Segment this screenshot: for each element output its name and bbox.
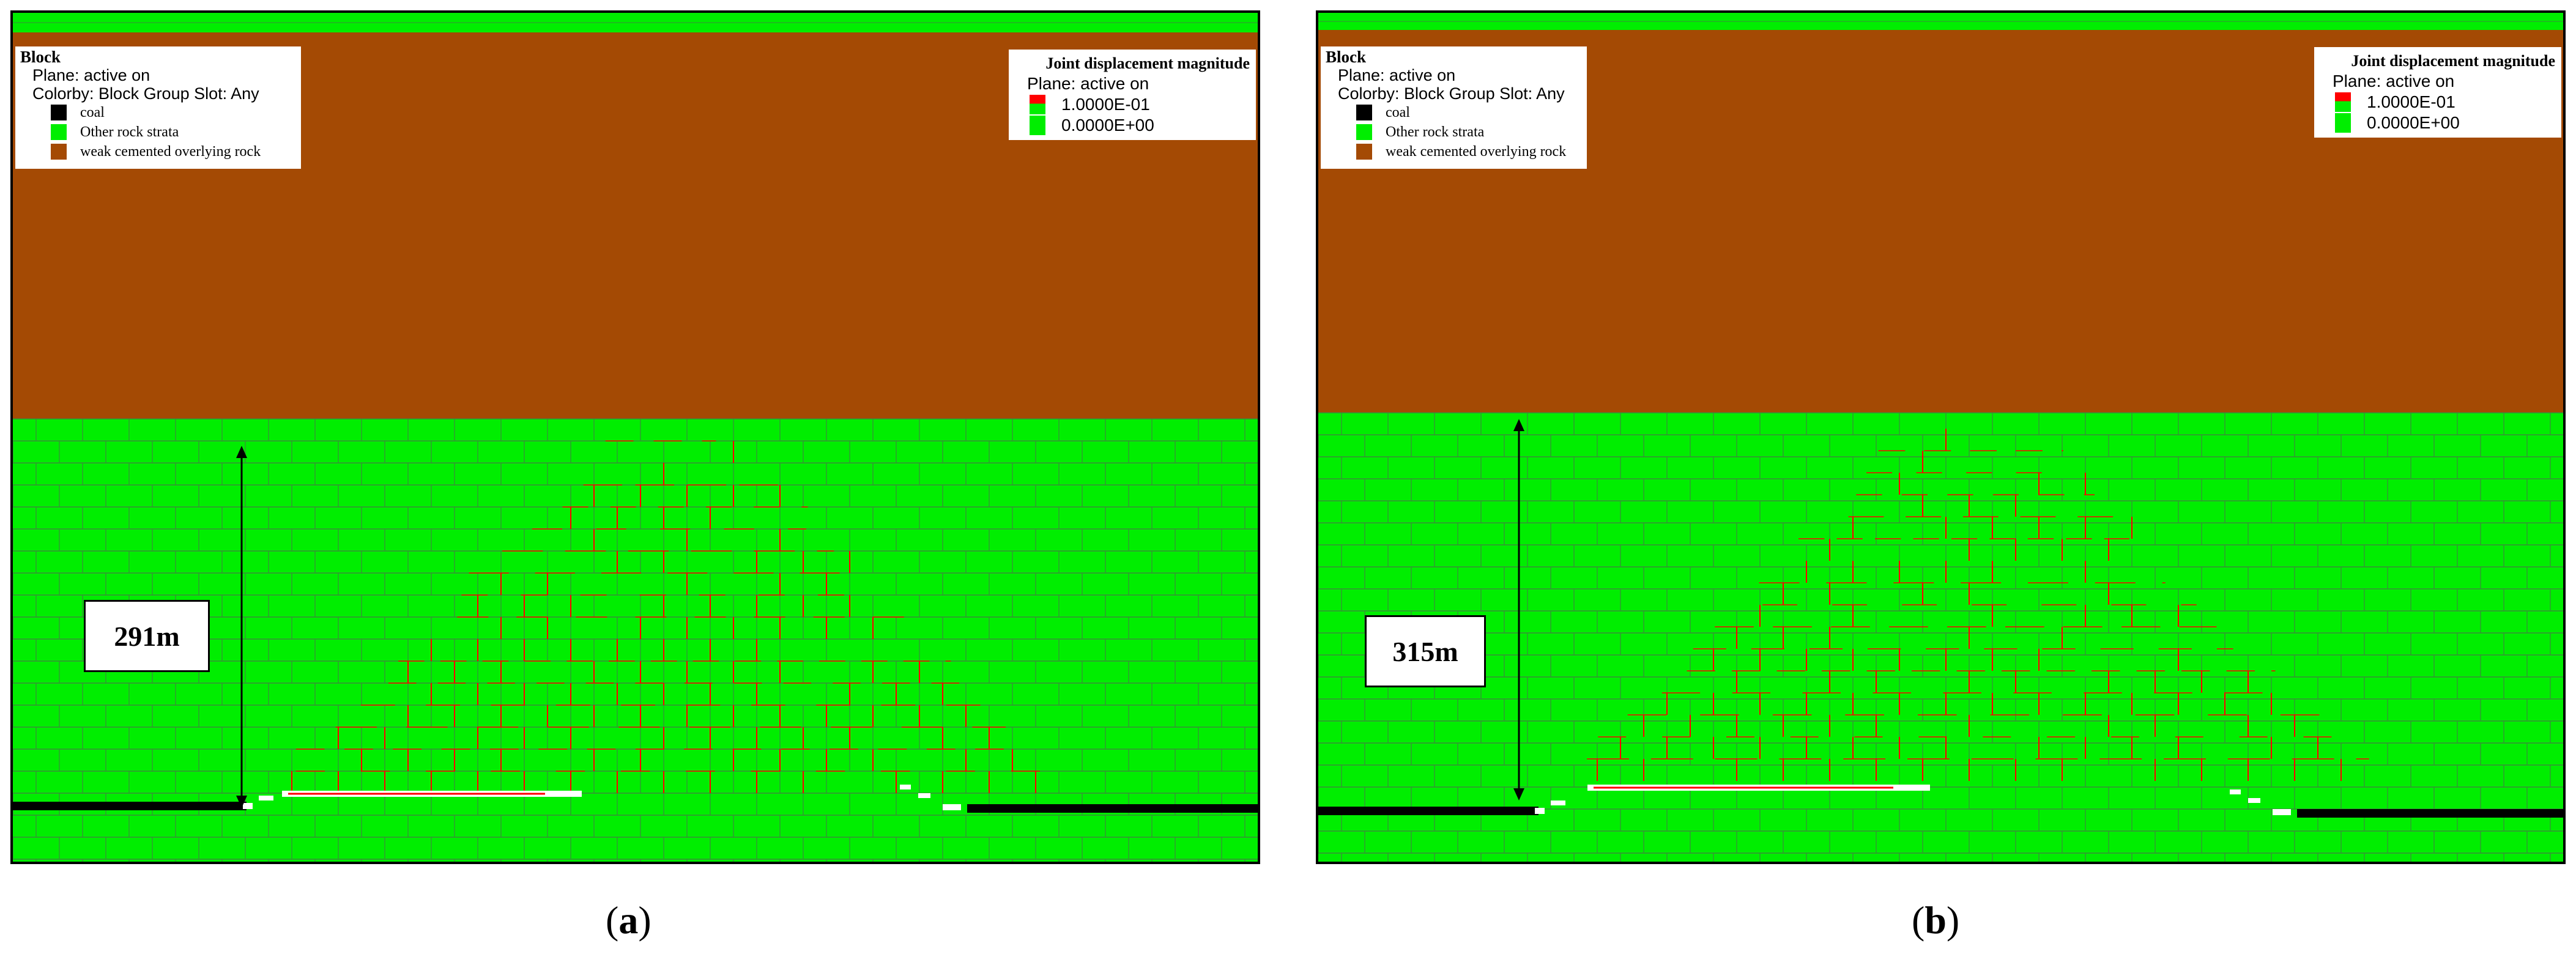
caption-close-paren: ) [1946, 898, 1960, 942]
weak-rock-swatch [51, 144, 67, 160]
legend-item-coal: coal [1356, 104, 1410, 121]
fracture-height-label: 315m [1365, 615, 1486, 687]
legend-item-label: coal [1386, 104, 1410, 120]
legend-plane-text: Plane: active on [32, 66, 150, 84]
goaf-void [2230, 789, 2241, 794]
goaf-void [943, 804, 961, 810]
joint-displacement-legend: Joint displacement magnitude Plane: acti… [1009, 50, 1256, 140]
coal-swatch [51, 105, 67, 120]
block-model-b [1318, 13, 2563, 862]
coal-seam-right [2297, 809, 2563, 818]
goaf-void [1551, 800, 1565, 805]
fracture-height-arrow [1513, 419, 1524, 800]
joint-high-swatch [1030, 95, 1045, 114]
caption-a: (a) [606, 898, 651, 943]
joint-high-swatch [2335, 92, 2351, 112]
legend-item-weak-rock: weak cemented overlying rock [1356, 143, 1566, 160]
legend-colorby-text: Colorby: Block Group Slot: Any [32, 84, 259, 103]
arrow-head-bottom [1513, 788, 1524, 800]
joint-legend-title: Joint displacement magnitude [1045, 54, 1250, 72]
block-joints [1318, 412, 2563, 862]
panel-a-model-view: Block Plane: active on Colorby: Block Gr… [10, 10, 1260, 864]
legend-item-other-rock: Other rock strata [51, 124, 179, 141]
joint-legend-plane-text: Plane: active on [2333, 72, 2455, 91]
caption-letter: b [1925, 898, 1947, 942]
coal-seam-left [13, 802, 247, 810]
joint-legend-plane-text: Plane: active on [1027, 74, 1149, 93]
legend-item-label: weak cemented overlying rock [1386, 143, 1567, 160]
joint-legend-label: 0.0000E+00 [2367, 113, 2460, 132]
block-joints [13, 418, 1258, 862]
legend-item-weak-rock: weak cemented overlying rock [51, 143, 261, 160]
legend-item-label: coal [80, 104, 105, 120]
joint-low-swatch [1030, 116, 1045, 135]
other-rock-swatch [51, 124, 67, 140]
legend-item-other-rock: Other rock strata [1356, 124, 1484, 141]
caption-b: (b) [1912, 898, 1959, 943]
legend-title: Block [20, 48, 61, 66]
legend-item-label: weak cemented overlying rock [80, 143, 261, 160]
goaf-void [243, 803, 253, 809]
goaf-void [1535, 808, 1545, 814]
joint-legend-item-high: 1.0000E-01 [2335, 92, 2455, 112]
joint-legend-item-high: 1.0000E-01 [1030, 95, 1150, 114]
arrow-head-top [1513, 419, 1524, 431]
caption-letter: a [618, 898, 639, 942]
legend-item-label: Other rock strata [1386, 124, 1485, 140]
joint-legend-title: Joint displacement magnitude [2351, 52, 2555, 70]
legend-title: Block [1326, 48, 1367, 66]
goaf-void [2273, 809, 2291, 815]
panel-b-model-view: Block Plane: active on Colorby: Block Gr… [1316, 10, 2566, 864]
caption-open-paren: ( [606, 898, 619, 942]
block-legend: Block Plane: active on Colorby: Block Gr… [15, 46, 301, 169]
other-rock-swatch [1356, 124, 1372, 140]
coal-seam-left [1318, 807, 1539, 815]
joint-low-swatch [2335, 113, 2351, 133]
weak-rock-swatch [1356, 144, 1372, 160]
block-model-a [13, 13, 1258, 862]
fracture-height-label: 291m [84, 600, 210, 672]
caption-close-paren: ) [638, 898, 651, 942]
block-legend: Block Plane: active on Colorby: Block Gr… [1321, 46, 1587, 169]
legend-item-coal: coal [51, 104, 105, 121]
goaf-void [2248, 798, 2260, 803]
arrow-head-bottom [236, 796, 247, 808]
legend-item-label: Other rock strata [80, 124, 179, 140]
fracture-height-arrow [236, 446, 247, 808]
joint-legend-label: 1.0000E-01 [1061, 95, 1150, 114]
joint-displacement-legend: Joint displacement magnitude Plane: acti… [2314, 47, 2561, 138]
coal-swatch [1356, 105, 1372, 120]
joint-legend-item-low: 0.0000E+00 [1030, 116, 1154, 135]
goaf-void [918, 793, 930, 798]
caption-open-paren: ( [1912, 898, 1925, 942]
arrow-head-top [236, 446, 247, 458]
coal-seam-right [967, 804, 1258, 813]
joint-legend-label: 0.0000E+00 [1061, 116, 1154, 135]
goaf-void [900, 785, 911, 789]
open-joints [1587, 429, 2369, 781]
open-joints [291, 440, 1068, 793]
legend-colorby-text: Colorby: Block Group Slot: Any [1338, 84, 1565, 103]
goaf-void [259, 796, 273, 800]
joint-legend-label: 1.0000E-01 [2367, 92, 2455, 111]
joint-legend-item-low: 0.0000E+00 [2335, 113, 2460, 133]
legend-plane-text: Plane: active on [1338, 66, 1456, 84]
